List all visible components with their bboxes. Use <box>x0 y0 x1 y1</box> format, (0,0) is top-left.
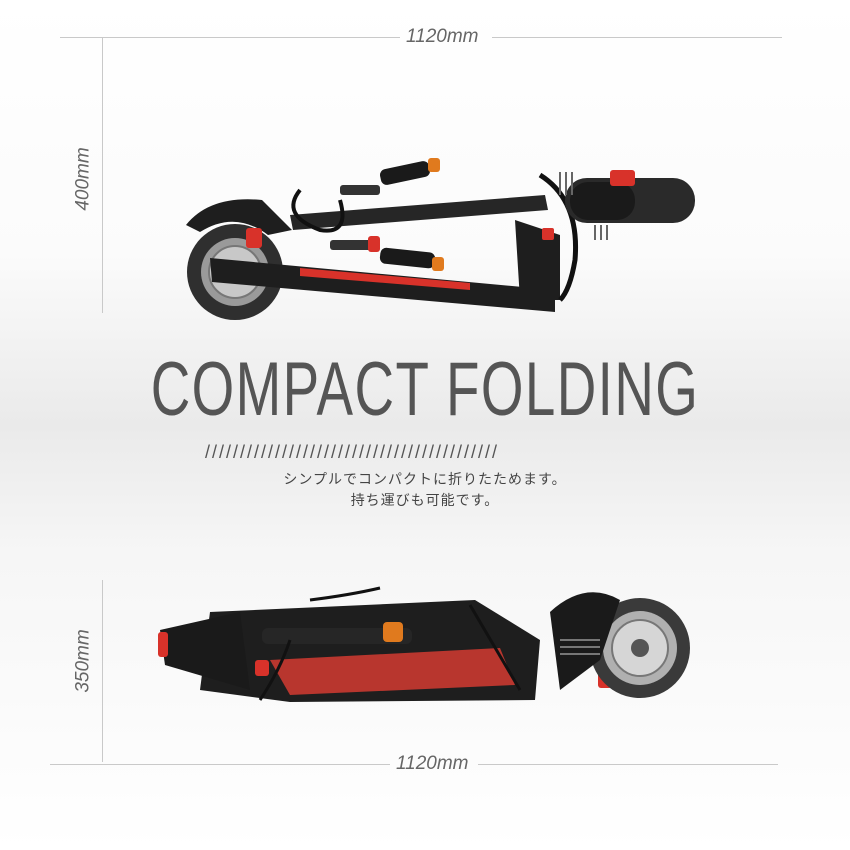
upper-height-label: 400mm <box>72 147 94 211</box>
caption-line-1: シンプルでコンパクトに折りたためます。 <box>283 472 567 488</box>
deck <box>210 258 555 312</box>
upper-height-dimension-line <box>102 38 103 313</box>
bottom-dimension-line-left <box>50 764 390 765</box>
headline: COMPACT FOLDING <box>150 347 700 432</box>
scooter-folded-top-view <box>158 586 690 702</box>
rear-fender <box>186 199 292 235</box>
handlebar-grip-upper <box>379 161 431 185</box>
handlebar-grip-lower <box>379 247 436 269</box>
bottom-dimension-line-right <box>478 764 778 765</box>
bottom-width-label: 1120mm <box>396 753 469 774</box>
lower-height-label: 350mm <box>72 629 94 693</box>
front-wheel <box>565 178 695 223</box>
rear-brake-caliper <box>246 228 262 248</box>
rear-wheel-top <box>590 598 690 698</box>
turn-signal-top <box>383 622 403 642</box>
rear-wheel <box>187 224 283 320</box>
top-width-label: 1120mm <box>406 26 479 47</box>
lower-height-dimension-line <box>102 580 103 762</box>
turn-signal-lower <box>432 257 444 271</box>
slash-divider: ////////////////////////////////////////… <box>205 442 500 460</box>
folded-stem <box>290 195 548 230</box>
top-dimension-line-left <box>60 37 400 38</box>
deck-top <box>200 600 540 702</box>
scooter-folded-side-view <box>186 158 695 320</box>
grip-tape <box>270 648 515 695</box>
caption-line-2: 持ち運びも可能です。 <box>350 493 500 509</box>
top-dimension-line-right <box>492 37 782 38</box>
turn-signal-upper <box>428 158 440 172</box>
